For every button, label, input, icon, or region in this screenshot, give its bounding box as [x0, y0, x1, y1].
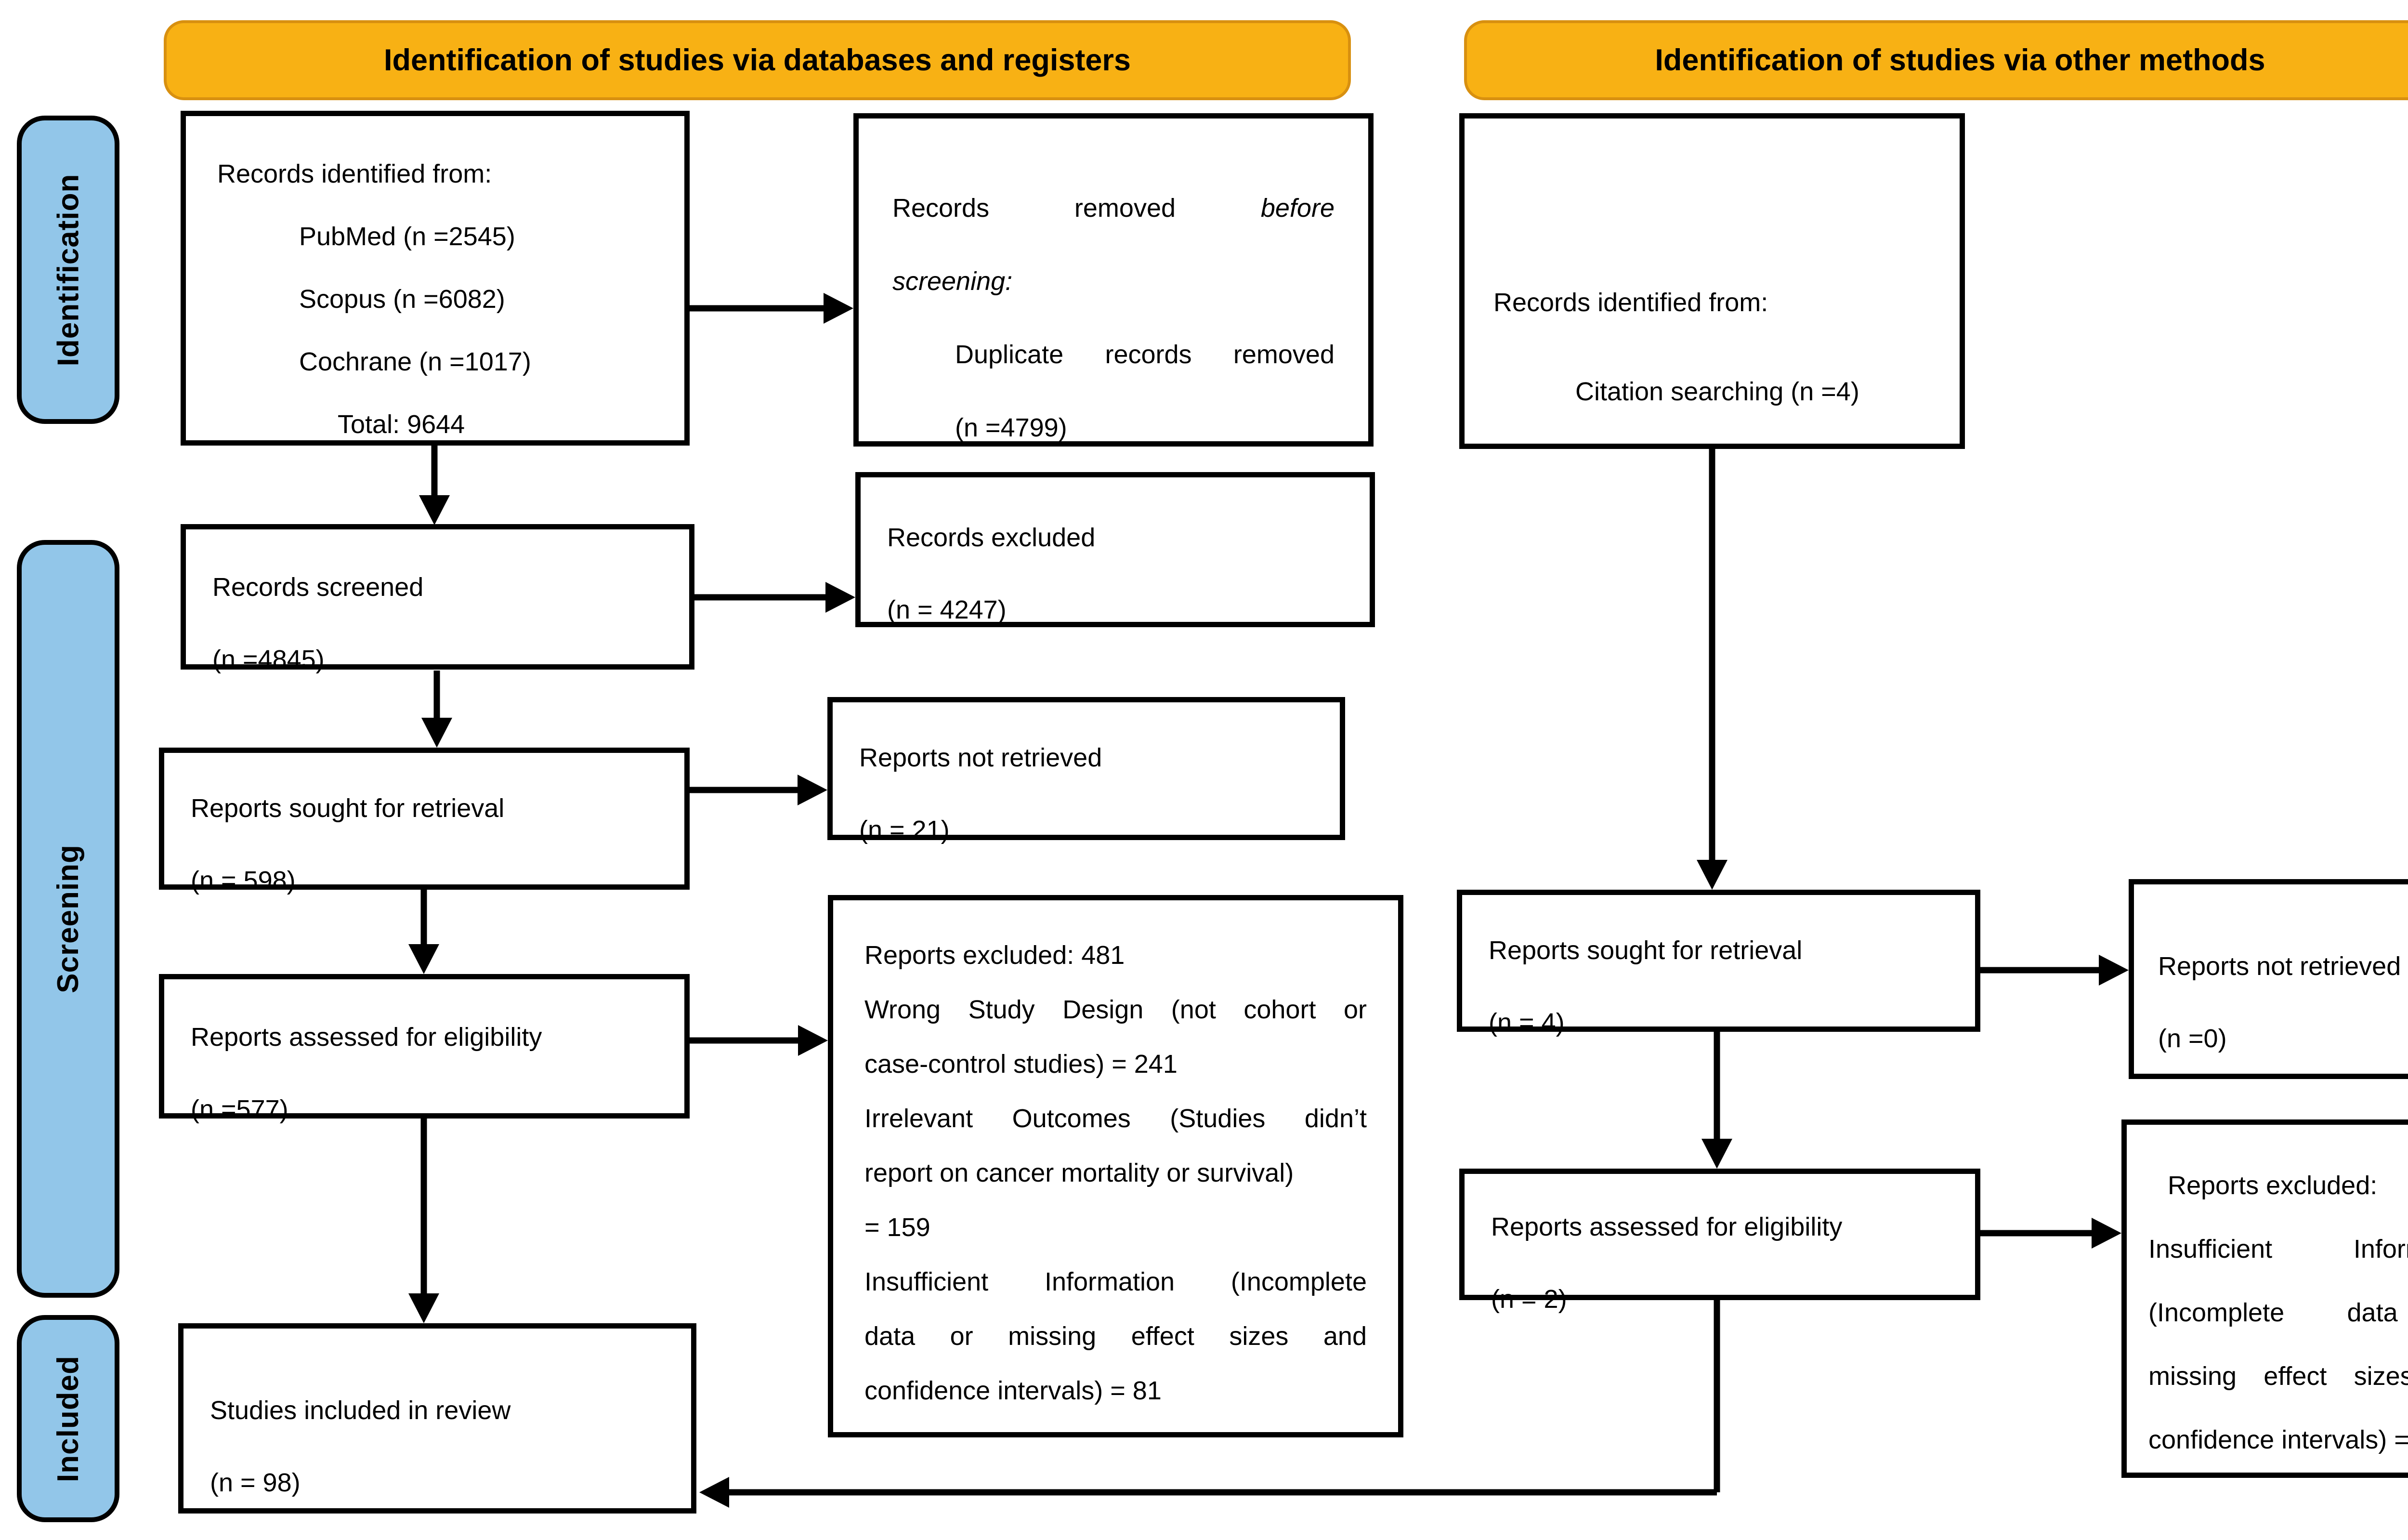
box-records-removed-before-screening: Records removed before screening: Duplic… — [853, 113, 1374, 447]
irrelevant-outcomes-line2: report on cancer mortality or survival) — [864, 1158, 1294, 1187]
reports-not-retrieved-db-label: Reports not retrieved — [859, 743, 1102, 772]
duplicate-records-line: Duplicate records removed — [955, 340, 1335, 369]
phase-included-label: Included — [52, 1355, 85, 1482]
citation-searching-count: Citation searching (n =4) — [1575, 377, 1859, 406]
studies-included-label: Studies included in review — [210, 1396, 511, 1425]
records-removed-w1: Records — [892, 194, 990, 223]
reports-sought-other-label: Reports sought for retrieval — [1489, 936, 1803, 965]
records-removed-line2: screening: — [892, 267, 1013, 296]
records-screened-label: Records screened — [212, 573, 424, 602]
phase-included: Included — [17, 1315, 119, 1522]
records-excluded-count: (n = 4247) — [887, 595, 1007, 624]
phase-identification: Identification — [17, 116, 119, 424]
header-other-methods-label: Identification of studies via other meth… — [1655, 43, 2265, 77]
records-identified-line: Records identified from: — [217, 159, 492, 188]
insufficient-info-count: confidence intervals) = 81 — [864, 1376, 1162, 1405]
pubmed-count: PubMed (n =2545) — [299, 222, 515, 251]
irrelevant-outcomes-count: = 159 — [864, 1213, 930, 1242]
box-records-excluded: Records excluded (n = 4247) — [855, 472, 1375, 627]
reports-assessed-other-count: (n = 2) — [1491, 1285, 1567, 1314]
box-records-identified-databases: Records identified from: PubMed (n =2545… — [181, 111, 690, 446]
box-reports-not-retrieved-databases: Reports not retrieved (n = 21) — [827, 697, 1345, 844]
reports-excluded-other-title: Reports excluded: — [2168, 1171, 2378, 1200]
irrelevant-outcomes-line1: Irrelevant Outcomes (Studies didn’t — [864, 1104, 1367, 1133]
box-reports-excluded-databases: Reports excluded: 481 Wrong Study Design… — [828, 895, 1403, 1437]
reports-assessed-db-label: Reports assessed for eligibility — [191, 1023, 542, 1052]
duplicate-records-count: (n =4799) — [955, 413, 1067, 442]
insufficient-info-line2: data or missing effect sizes and — [864, 1322, 1367, 1351]
reports-not-retrieved-db-count: (n = 21) — [859, 816, 950, 844]
scopus-count: Scopus (n =6082) — [299, 285, 505, 314]
header-databases-registers: Identification of studies via databases … — [164, 20, 1351, 100]
header-databases-registers-label: Identification of studies via databases … — [384, 43, 1131, 77]
phase-screening-label: Screening — [52, 844, 85, 993]
records-removed-w3: before — [1260, 194, 1335, 223]
reports-not-retrieved-other-count: (n =0) — [2158, 1024, 2227, 1053]
reports-not-retrieved-other-label: Reports not retrieved — [2158, 952, 2401, 981]
phase-screening: Screening — [17, 540, 119, 1298]
cochrane-count: Cochrane (n =1017) — [299, 347, 531, 376]
box-records-identified-other: Records identified from: Citation search… — [1459, 113, 1965, 449]
reports-assessed-db-count: (n =577) — [191, 1095, 288, 1124]
reports-sought-db-count: (n = 598) — [191, 866, 296, 895]
reports-excluded-db-title: Reports excluded: 481 — [864, 941, 1125, 970]
box-reports-assessed-databases: Reports assessed for eligibility (n =577… — [159, 974, 690, 1124]
wrong-design-line1: Wrong Study Design (not cohort or — [864, 995, 1367, 1024]
box-studies-included: Studies included in review (n = 98) — [178, 1323, 696, 1514]
studies-included-count: (n = 98) — [210, 1468, 301, 1497]
insufficient-info-line1: Insufficient Information (Incomplete — [864, 1267, 1367, 1296]
box-reports-sought-databases: Reports sought for retrieval (n = 598) — [159, 748, 690, 895]
reports-excluded-other-line4: missing effect sizes and — [2148, 1362, 2408, 1391]
reports-excluded-other-line3: (Incomplete data or — [2148, 1298, 2408, 1327]
box-records-screened: Records screened (n =4845) — [181, 524, 694, 674]
records-identified-other-line: Records identified from: — [1493, 288, 1768, 317]
reports-sought-other-count: (n = 4) — [1489, 1008, 1565, 1037]
box-reports-not-retrieved-other: Reports not retrieved (n =0) — [2129, 879, 2408, 1079]
records-removed-w2: removed — [1074, 194, 1176, 223]
total-count: Total: 9644 — [338, 410, 465, 439]
reports-excluded-other-line2: Insufficient Information — [2148, 1235, 2408, 1264]
box-reports-sought-other: Reports sought for retrieval (n = 4) — [1457, 890, 1980, 1037]
header-other-methods: Identification of studies via other meth… — [1464, 20, 2408, 100]
reports-sought-db-label: Reports sought for retrieval — [191, 794, 505, 823]
phase-identification-label: Identification — [52, 173, 85, 366]
reports-assessed-other-label: Reports assessed for eligibility — [1491, 1212, 1843, 1241]
box-reports-excluded-other: Reports excluded: Insufficient Informati… — [2121, 1119, 2408, 1478]
records-removed-line1: Records removed before — [892, 171, 1335, 245]
box-reports-assessed-other: Reports assessed for eligibility (n = 2) — [1459, 1169, 1980, 1314]
reports-excluded-other-count: confidence intervals) = 2 — [2148, 1425, 2408, 1454]
wrong-design-line2: case-control studies) = 241 — [864, 1050, 1178, 1079]
records-screened-count: (n =4845) — [212, 645, 325, 674]
records-excluded-label: Records excluded — [887, 523, 1096, 552]
